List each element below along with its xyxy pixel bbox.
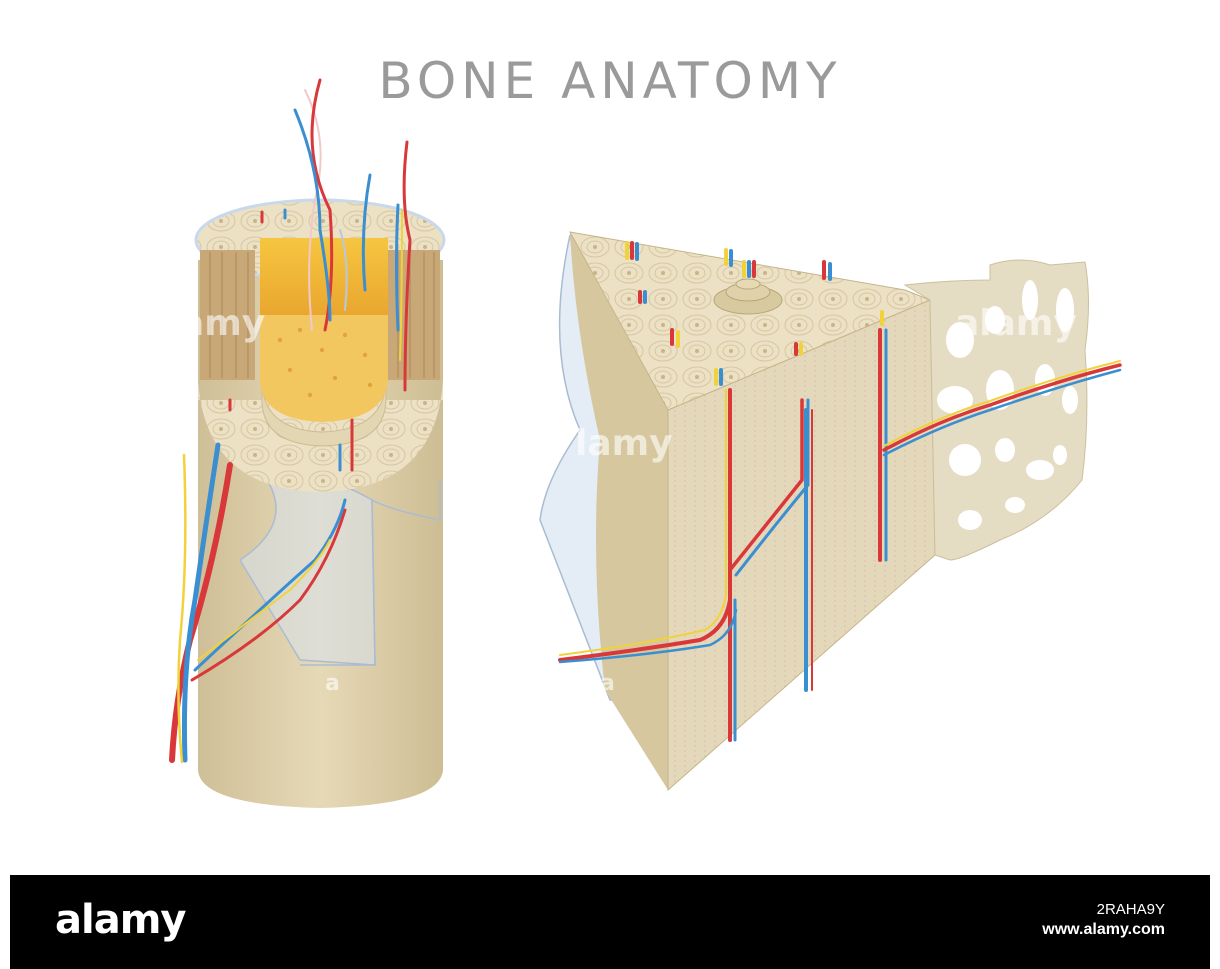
image-watermarks: amy lamy alamy a a (180, 303, 1077, 696)
bone-wedge (539, 231, 1122, 792)
page-title: BONE ANATOMY (378, 52, 842, 110)
svg-text:lamy: lamy (575, 423, 673, 464)
long-bone (169, 78, 446, 808)
image-id: 2RAHA9Y (1096, 901, 1165, 918)
site-url: www.alamy.com (1042, 921, 1165, 938)
side-vessels (169, 442, 347, 764)
osteon-raised (713, 278, 783, 315)
svg-text:a: a (600, 671, 615, 696)
cut-edge (300, 480, 441, 666)
vessel-stubs (228, 208, 354, 472)
svg-text:a: a (325, 671, 340, 696)
bone-anatomy-illustration: amy lamy alamy a a (169, 78, 1122, 808)
bone-wall-left (200, 250, 255, 380)
alamy-logo: alamy (55, 897, 186, 943)
svg-text:alamy: alamy (955, 303, 1077, 344)
osteon-vessel-stubs (625, 241, 884, 386)
svg-text:amy: amy (180, 303, 265, 344)
bone-marrow (260, 315, 388, 422)
watermark-footer: alamy 2RAHA9Y www.alamy.com (10, 875, 1210, 969)
top-vessels (293, 78, 412, 392)
wedge-vessels (558, 328, 1122, 742)
spongy-bone-holes (937, 280, 1078, 530)
